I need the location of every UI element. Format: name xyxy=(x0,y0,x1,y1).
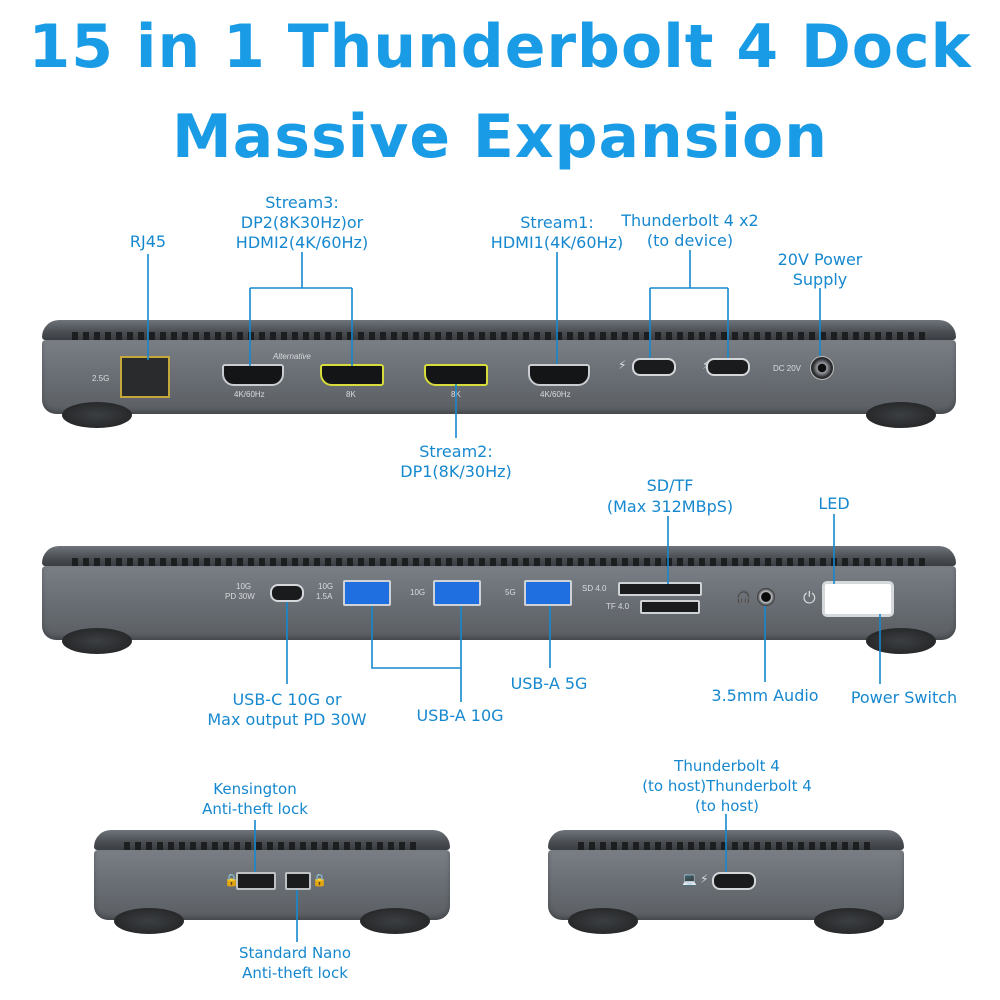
label-nano-sub: Anti-theft lock xyxy=(242,964,348,982)
ethernet-port-icon xyxy=(120,356,170,398)
thunderbolt-port-1 xyxy=(632,358,676,376)
dock-front-view xyxy=(42,546,956,654)
dock-top-surface xyxy=(94,830,450,850)
thunderbolt-icon: ⚡ xyxy=(618,358,627,372)
tf-text: TF 4.0 xyxy=(606,602,630,611)
rubber-foot xyxy=(62,628,132,654)
usba-c-speed: 5G xyxy=(505,588,516,597)
thunderbolt-icon: ⚡ xyxy=(700,872,709,886)
nano-lock-slot xyxy=(285,872,311,890)
label-sdtf-sub: (Max 312MBpS) xyxy=(606,497,734,516)
label-nano: Standard Nano xyxy=(238,944,352,962)
label-usbc-1: USB-C 10G or xyxy=(232,690,342,709)
label-audio: 3.5mm Audio xyxy=(711,686,819,705)
lock-icon: 🔒 xyxy=(224,873,239,887)
label-stream3: Stream3: xyxy=(265,193,339,212)
dp2-spec: 8K xyxy=(346,390,356,399)
hdmi1-port xyxy=(528,364,590,386)
label-tb4-host-3: (to host) xyxy=(695,797,759,815)
dock-top-surface xyxy=(548,830,904,850)
dc-power-jack xyxy=(810,356,834,380)
usb-a-port-2 xyxy=(433,580,481,606)
label-tb4-sub: (to device) xyxy=(646,231,734,250)
label-stream3-hdmi: HDMI2(4K/60Hz) xyxy=(235,233,369,252)
audio-jack xyxy=(757,588,775,606)
dock-top-surface xyxy=(42,546,956,566)
usb-c-port xyxy=(270,584,304,602)
lock-icon: 🔒 xyxy=(312,873,327,887)
dc-text: DC 20V xyxy=(773,364,802,373)
sd-card-slot xyxy=(618,582,702,596)
usb-a-port-3 xyxy=(524,580,572,606)
label-rj45: RJ45 xyxy=(129,232,167,251)
usbc-pd-text: PD 30W xyxy=(225,592,255,601)
rubber-foot xyxy=(62,402,132,428)
hdmi2-port xyxy=(222,364,284,386)
tf-card-slot xyxy=(640,600,700,614)
label-tb4: Thunderbolt 4 x2 xyxy=(621,211,759,230)
vent-slots xyxy=(578,842,874,850)
label-power-switch: Power Switch xyxy=(850,688,958,707)
label-usba-5g: USB-A 5G xyxy=(510,674,588,693)
hdmi2-spec: 4K/60Hz xyxy=(234,390,265,399)
laptop-icon: 💻 xyxy=(682,872,697,886)
rubber-foot xyxy=(866,402,936,428)
sd-text: SD 4.0 xyxy=(582,584,607,593)
dp1-spec: 8K xyxy=(451,390,461,399)
label-stream2-dp: DP1(8K/30Hz) xyxy=(400,462,512,481)
label-usba-10g: USB-A 10G xyxy=(416,706,504,725)
label-tb4-host-2: (to host)Thunderbolt 4 xyxy=(642,777,812,795)
usba-a-speed: 10G xyxy=(318,582,334,591)
title-line-1: 15 in 1 Thunderbolt 4 Dock xyxy=(28,12,972,82)
usba-b-speed: 10G xyxy=(410,588,426,597)
hdmi1-spec: 4K/60Hz xyxy=(540,390,571,399)
rj45-speed-text: 2.5G xyxy=(92,374,110,383)
dp2-port xyxy=(320,364,384,386)
label-stream2: Stream2: xyxy=(419,442,493,461)
rubber-foot xyxy=(360,908,430,934)
rubber-foot xyxy=(866,628,936,654)
rubber-foot xyxy=(568,908,638,934)
dock-top-surface xyxy=(42,320,956,340)
label-tb4-host-1: Thunderbolt 4 xyxy=(674,757,780,775)
dock-front-panel xyxy=(42,566,956,640)
label-stream1: Stream1: xyxy=(520,213,594,232)
power-icon: ⏻ xyxy=(803,588,816,607)
label-usbc-2: Max output PD 30W xyxy=(207,710,367,729)
label-power: 20V Power xyxy=(777,250,863,269)
headphone-icon: 🎧 xyxy=(736,590,751,604)
kensington-lock-slot xyxy=(236,872,276,890)
label-stream1-hdmi: HDMI1(4K/60Hz) xyxy=(490,233,624,252)
vent-slots xyxy=(124,842,420,850)
label-led: LED xyxy=(818,494,850,513)
alternative-text: Alternative xyxy=(273,352,311,361)
power-switch-led xyxy=(822,581,894,617)
label-power-sub: Supply xyxy=(792,270,848,289)
thunderbolt-port-2 xyxy=(706,358,750,376)
vent-slots xyxy=(72,332,926,340)
title-line-2: Massive Expansion xyxy=(172,102,828,172)
dp1-port xyxy=(424,364,488,386)
dock-rear-panel xyxy=(42,340,956,414)
usbc-speed-text: 10G xyxy=(236,582,252,591)
rubber-foot xyxy=(114,908,184,934)
vent-slots xyxy=(72,558,926,566)
label-sdtf: SD/TF xyxy=(646,476,694,495)
usba-a-current: 1.5A xyxy=(316,592,333,601)
thunderbolt-host-port xyxy=(712,872,756,890)
label-kensington: Kensington xyxy=(213,780,297,798)
label-kensington-sub: Anti-theft lock xyxy=(202,800,308,818)
label-stream3-dp: DP2(8K30Hz)or xyxy=(240,213,364,232)
rubber-foot xyxy=(814,908,884,934)
usb-a-port-1 xyxy=(343,580,391,606)
